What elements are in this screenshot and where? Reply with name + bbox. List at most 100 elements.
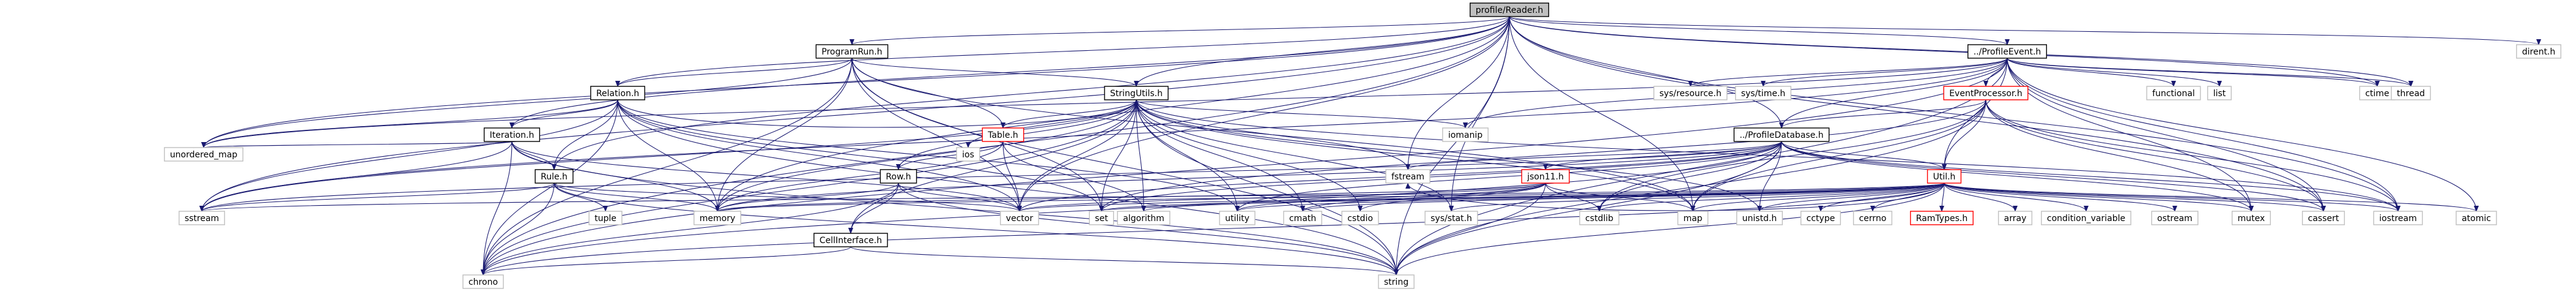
node-box [164,147,243,162]
edge-string-utils-to-utility [1136,99,1240,212]
edge-util-to-ostream [1944,182,2177,212]
node-profile-database[interactable]: ../ProfileDatabase.h [1733,127,1830,142]
edge-json11-to-memory [715,182,1546,212]
node-map: map [1677,211,1709,225]
node-box [1424,211,1478,225]
node-box [2301,211,2345,225]
edge-profile-database-to-iostream [1781,141,2400,212]
node-label: array [2004,214,2027,224]
node-string: string [1378,274,1415,289]
node-string-utils[interactable]: StringUtils.h [1104,86,1169,100]
node-relation[interactable]: Relation.h [590,86,645,100]
node-label: sys/stat.h [1430,214,1472,224]
node-unistd: unistd.h [1736,211,1783,225]
edge-string-utils-to-cmath [1136,99,1305,212]
node-label: algorithm [1123,214,1164,224]
edge-profile-event-to-chrono [481,58,2008,276]
edge-program-run-to-unordered-map [201,58,853,148]
node-box [1442,127,1489,142]
edge-profile-database-to-util [1781,141,1947,170]
edge-profile-database-to-chrono [481,141,1782,276]
edge-string-utils-to-fstream [1136,99,1410,170]
edge-profile-reader-to-program-run [849,16,1510,45]
node-sys-time: sys/time.h [1735,86,1791,100]
node-sys-stat: sys/stat.h [1424,211,1478,225]
node-label: list [2213,89,2226,99]
node-box [1385,169,1430,184]
edge-util-to-cmath [1300,182,1945,212]
node-cstdlib: cstdlib [1579,211,1619,225]
node-box [588,211,623,225]
node-box [2456,211,2497,225]
node-iomanip: iomanip [1442,127,1489,142]
node-label: string [1384,277,1408,287]
node-label: StringUtils.h [1110,89,1163,99]
node-row[interactable]: Row.h [879,169,917,184]
edge-event-processor-to-profile-database [1779,99,1986,129]
node-box [1653,86,1728,100]
node-box [2041,211,2131,225]
edge-string-utils-to-sstream [199,99,1137,212]
edge-rule-to-string [553,182,1399,276]
node-chrono: chrono [462,274,504,289]
node-iteration[interactable]: Iteration.h [483,127,541,142]
node-algorithm: algorithm [1117,211,1171,225]
node-label: atomic [2462,214,2491,224]
edge-util-to-sys-stat [1449,182,1945,212]
edge-event-processor-to-mutex [1985,99,2254,212]
edge-profile-event-to-iostream [2007,58,2400,212]
node-label: iomanip [1448,130,1482,140]
edge-event-processor-to-cstdlib [1597,99,1986,212]
node-label: vector [1006,214,1034,224]
node-cstdio: cstdio [1341,211,1379,225]
node-box [1800,211,1841,225]
node-util[interactable]: Util.h [1926,169,1962,184]
edge-row-to-vector [898,182,1022,212]
node-event-processor[interactable]: EventProcessor.h [1943,86,2029,100]
edge-string-utils-to-cstdio [1136,99,1363,212]
node-label: functional [2152,89,2195,99]
node-cell-interface[interactable]: CellInterface.h [813,233,888,247]
edge-profile-database-to-cstdlib [1597,141,1782,212]
node-box [2516,44,2561,59]
node-box [1967,44,2047,59]
node-label: cerrno [1859,214,1887,224]
edge-string-utils-to-vector [1017,99,1137,212]
node-box [1521,169,1570,184]
edge-string-utils-to-sys-stat [1136,99,1454,212]
edge-table-to-algorithm [1002,141,1146,212]
edge-rule-to-chrono [481,182,555,276]
edge-profile-database-to-sstream [199,141,1782,212]
node-label: sys/time.h [1741,89,1786,99]
edge-event-processor-to-util [1942,99,1986,170]
edge-util-to-map [1690,182,1945,212]
node-box [1677,211,1709,225]
node-box [1341,211,1379,225]
node-profile-event[interactable]: ../ProfileEvent.h [1967,44,2047,59]
node-label: cmath [1289,214,1316,224]
node-rule[interactable]: Rule.h [535,169,574,184]
node-ostream: ostream [2151,211,2199,225]
node-ramtypes[interactable]: RamTypes.h [1910,211,1974,225]
node-label: ctime [2365,89,2389,99]
edge-row-to-string [898,182,1399,276]
edge-profile-database-to-fstream [1405,141,1782,170]
node-profile-reader[interactable]: profile/Reader.h [1470,2,1549,17]
edge-relation-to-sstream [199,99,618,212]
node-box [1852,211,1893,225]
node-condition-variable: condition_variable [2041,211,2131,225]
node-label: thread [2397,89,2425,99]
edge-program-run-to-string [851,58,1399,276]
edge-profile-event-to-profile-database [1779,58,2008,129]
edge-rule-to-memory [553,182,720,212]
node-json11[interactable]: json11.h [1521,169,1570,184]
edge-rule-to-tuple [553,182,608,212]
node-label: sys/resource.h [1659,89,1721,99]
edge-layer [199,16,2541,276]
edge-row-to-memory [715,182,899,212]
node-table[interactable]: Table.h [982,127,1024,142]
node-label: memory [700,214,736,224]
node-utility: utility [1219,211,1256,225]
node-program-run[interactable]: ProgramRun.h [815,44,889,59]
